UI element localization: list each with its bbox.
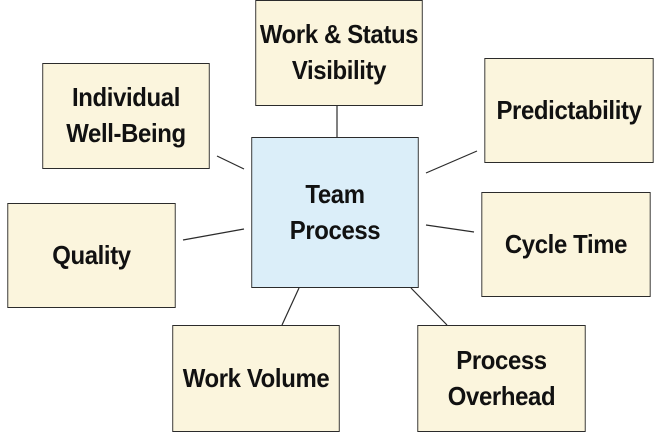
connector-work-volume — [281, 287, 300, 326]
process-overhead-label: Process Overhead — [447, 344, 556, 411]
quality-label: Quality — [52, 239, 131, 270]
cycle-time-label: Cycle Time — [504, 228, 628, 259]
work-volume-box: Work Volume — [172, 325, 340, 432]
work-status-visibility-label: Work & Status Visibility — [259, 19, 419, 85]
quality-box: Quality — [7, 203, 176, 308]
work-status-visibility-box: Work & Status Visibility — [255, 0, 423, 106]
work-volume-label: Work Volume — [182, 362, 330, 393]
team-process-label: Team Process — [289, 178, 381, 245]
individual-well-being-label: Individual Well-Being — [66, 82, 186, 148]
team-process-box: Team Process — [251, 137, 419, 288]
connector-quality — [182, 228, 245, 241]
predictability-label: Predictability — [496, 94, 642, 125]
connector-predictability — [425, 150, 478, 174]
predictability-box: Predictability — [484, 58, 654, 163]
connector-cycle-time — [425, 224, 475, 233]
connector-individual-well-being — [216, 155, 245, 170]
cycle-time-box: Cycle Time — [481, 192, 651, 297]
process-overhead-box: Process Overhead — [417, 325, 586, 432]
connector-process-overhead — [410, 287, 448, 326]
individual-well-being-box: Individual Well-Being — [42, 63, 210, 169]
